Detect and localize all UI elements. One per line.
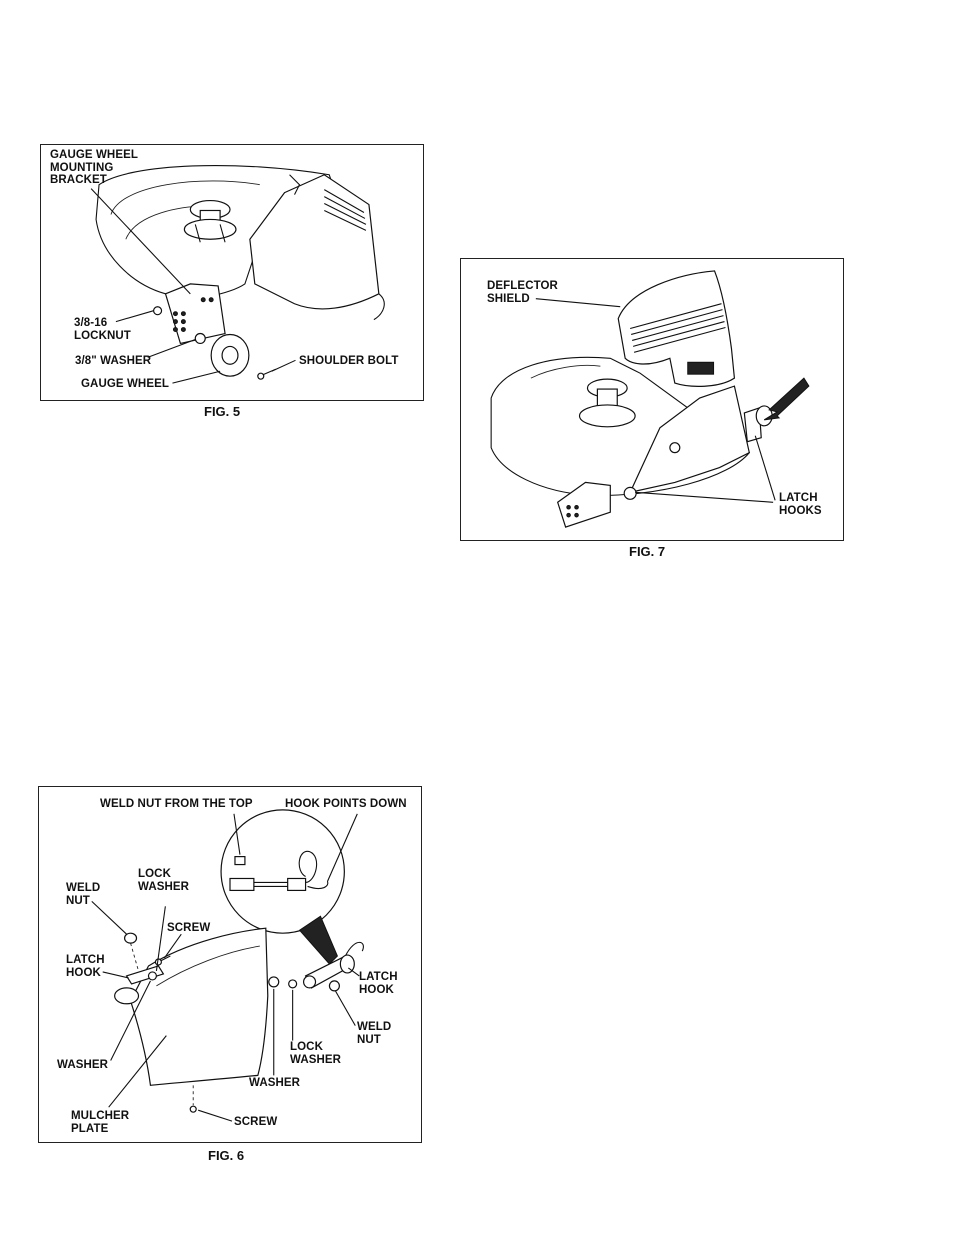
mounting-bracket: [558, 482, 611, 527]
mulcher-plate-part: [131, 928, 268, 1085]
label-gauge-wheel-mounting-bracket: GAUGE WHEEL MOUNTING BRACKET: [50, 149, 138, 187]
label-latch-hook-right: LATCH HOOK: [359, 971, 398, 996]
weld-nut-right-part: [329, 981, 339, 991]
label-latch-hooks: LATCH HOOKS: [779, 492, 822, 517]
label-latch-hook-left: LATCH HOOK: [66, 954, 105, 979]
washer-part: [195, 334, 205, 344]
label-weld-nut-right: WELD NUT: [357, 1021, 391, 1046]
chute-frame: [630, 386, 749, 492]
label-locknut: 3/8-16 LOCKNUT: [74, 317, 131, 342]
label-washer: 3/8" WASHER: [75, 355, 151, 368]
label-weld-nut-from-the-top: WELD NUT FROM THE TOP: [100, 798, 253, 811]
washer-left-part: [148, 972, 156, 980]
label-screw-top: SCREW: [167, 922, 210, 935]
detail-inset-circle: [221, 810, 344, 933]
figure-7-panel: DEFLECTOR SHIELD LATCH HOOKS: [460, 258, 844, 541]
locknut-part: [154, 307, 162, 315]
label-mulcher-plate: MULCHER PLATE: [71, 1110, 129, 1135]
lock-washer-right-part: [289, 980, 297, 988]
label-screw-bottom: SCREW: [234, 1116, 277, 1129]
figure-6-caption: FIG. 6: [208, 1148, 244, 1163]
figure-6-panel: WELD NUT FROM THE TOP HOOK POINTS DOWN L…: [38, 786, 422, 1143]
label-deflector-shield: DEFLECTOR SHIELD: [487, 280, 558, 305]
label-shoulder-bolt: SHOULDER BOLT: [299, 355, 398, 368]
label-lock-washer-right: LOCK WASHER: [290, 1041, 341, 1066]
engine-housing: [250, 175, 379, 309]
label-lock-washer-left: LOCK WASHER: [138, 868, 189, 893]
label-hook-points-down: HOOK POINTS DOWN: [285, 798, 407, 811]
washer-center-part: [269, 977, 279, 987]
screw-bottom-part: [190, 1106, 196, 1112]
label-gauge-wheel: GAUGE WHEEL: [81, 378, 169, 391]
weld-nut-left-part: [125, 933, 137, 943]
label-washer-center: WASHER: [249, 1077, 300, 1090]
label-washer-left: WASHER: [57, 1059, 108, 1072]
figure-7-caption: FIG. 7: [629, 544, 665, 559]
figure-5-caption: FIG. 5: [204, 404, 240, 419]
figure-5-panel: GAUGE WHEEL MOUNTING BRACKET 3/8-16 LOCK…: [40, 144, 424, 401]
label-weld-nut-left: WELD NUT: [66, 882, 100, 907]
